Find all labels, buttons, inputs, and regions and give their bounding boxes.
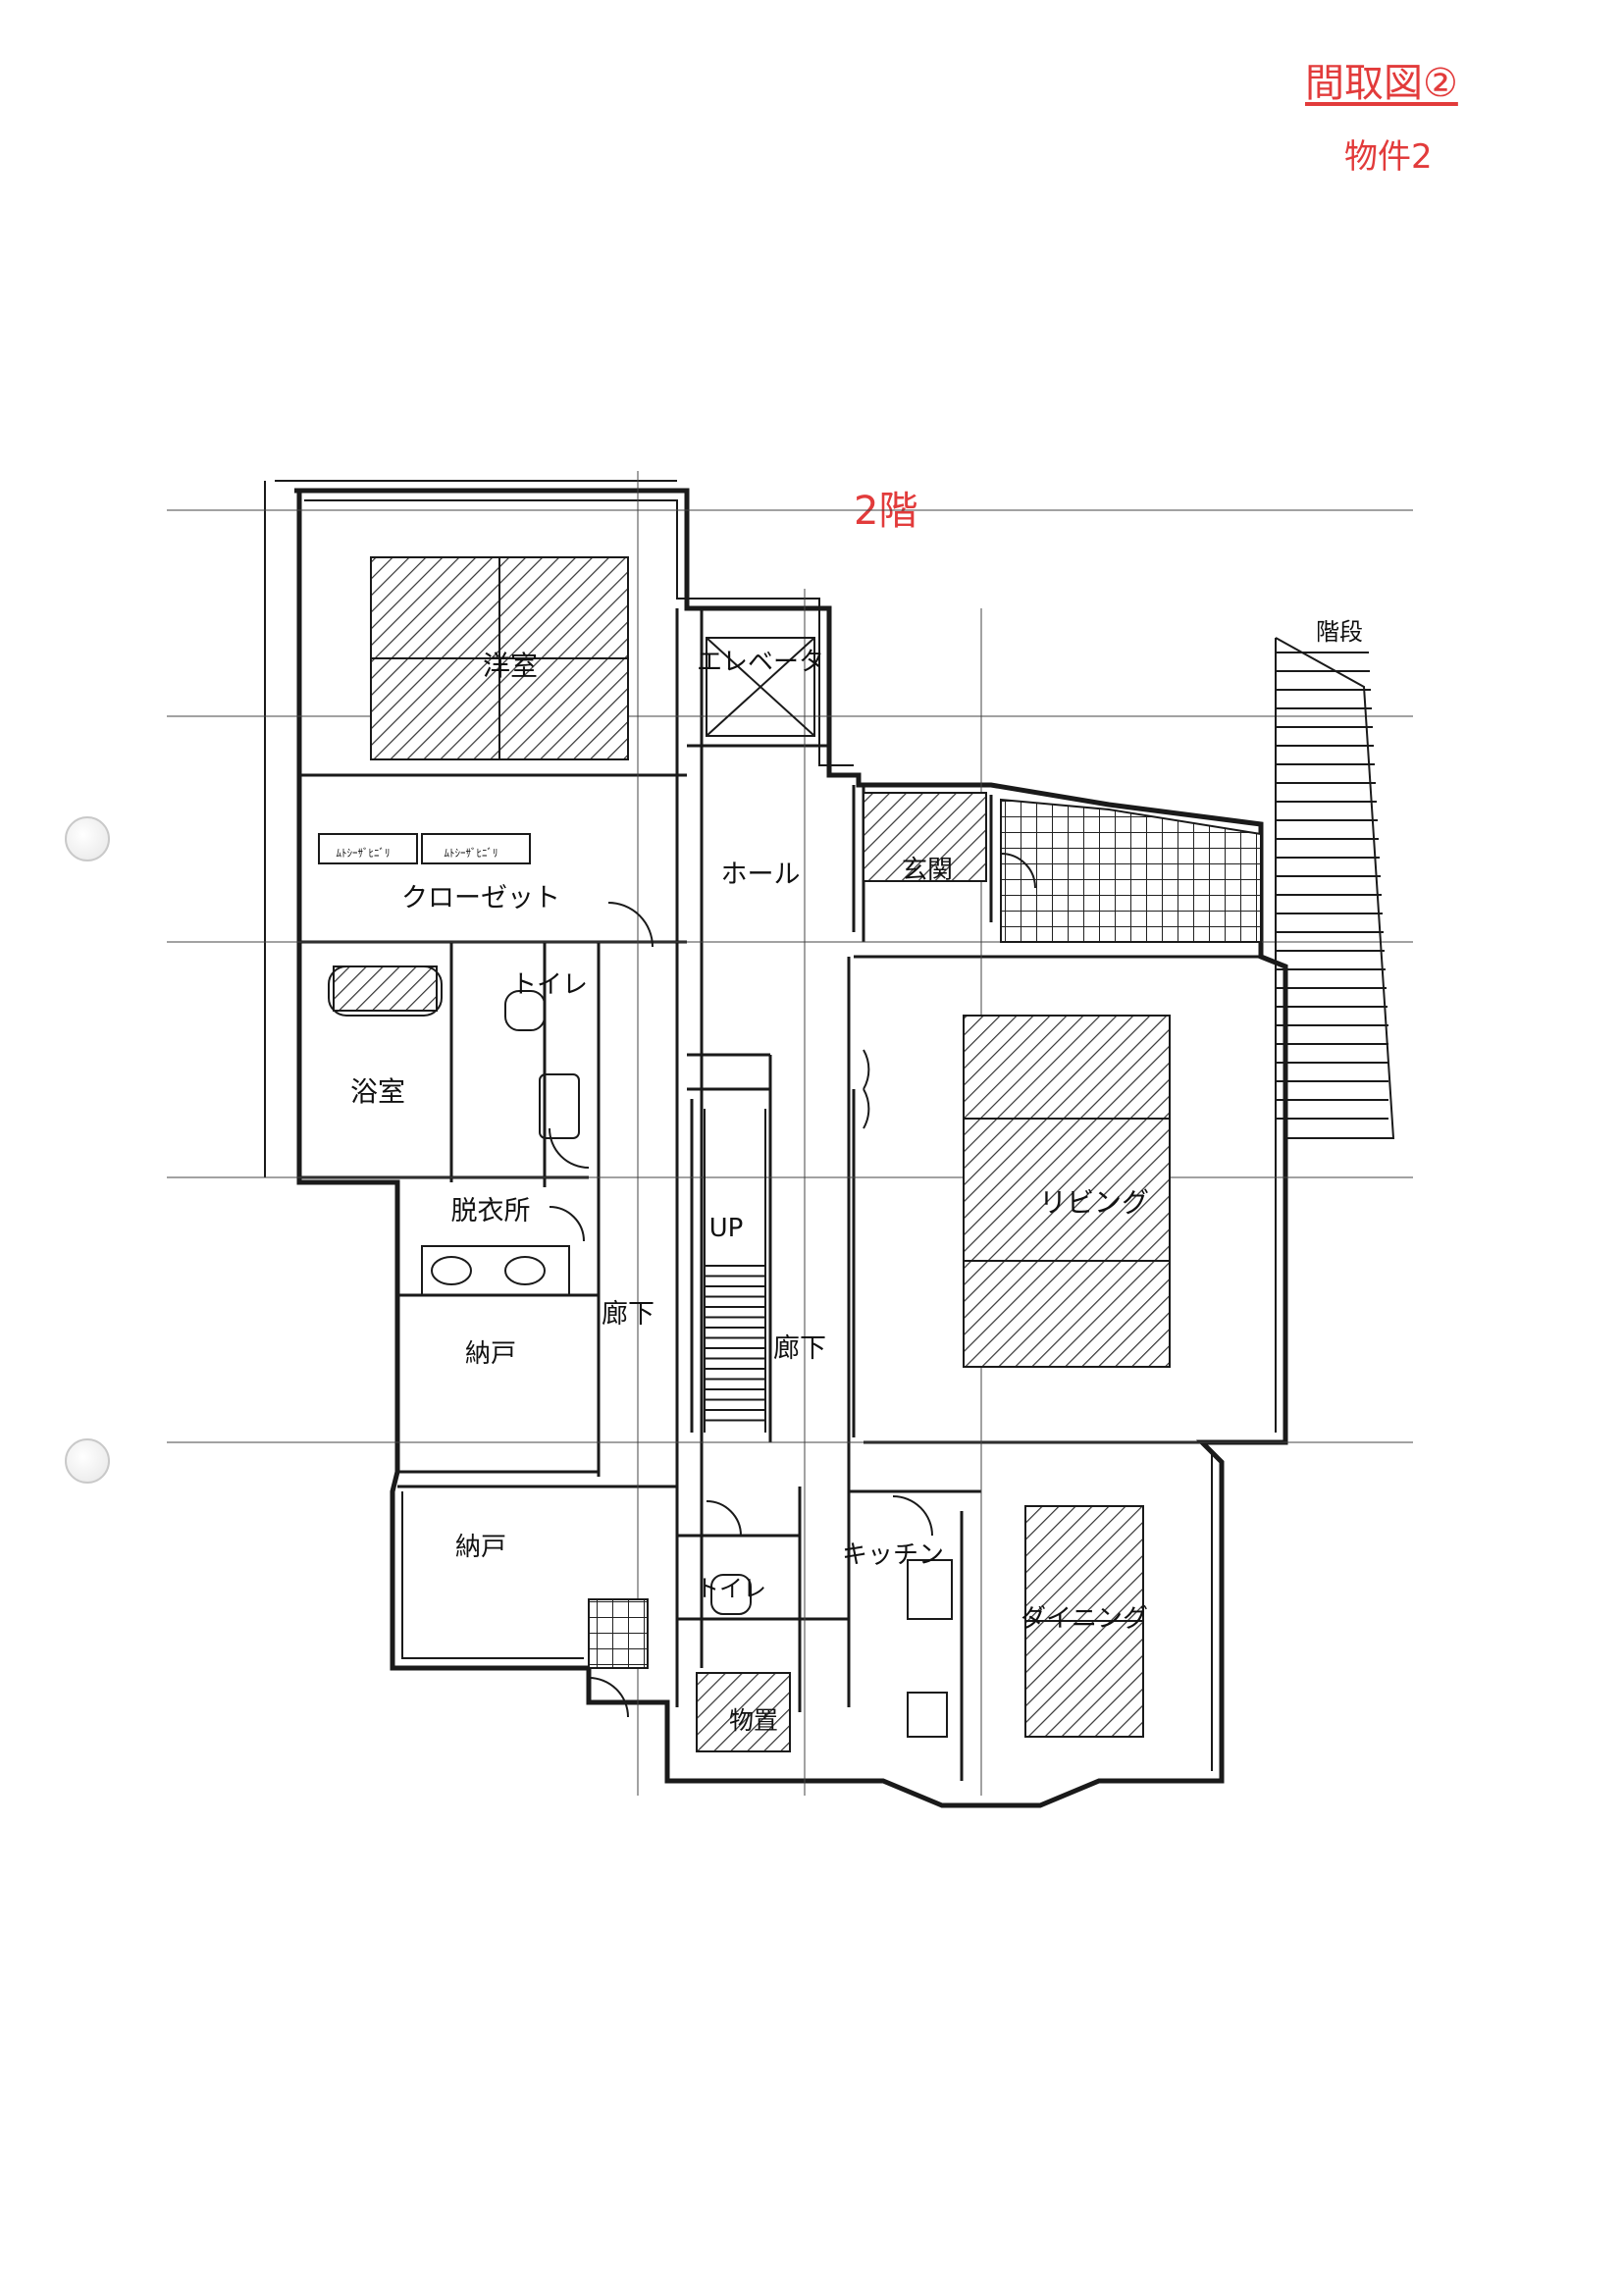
room-storage-1: 納戸 [465,1339,516,1369]
room-western: 洋室 [483,650,538,682]
tile-grid-areas [588,798,1262,1669]
elevator-shaft [706,637,815,737]
fixtures [318,833,953,1738]
stairs-up-label: UP [709,1214,744,1243]
room-toilet-1: トイレ [511,970,588,1000]
room-corridor-2: 廊下 [773,1333,826,1364]
binder-hole-bottom [65,1438,110,1484]
room-hall: ホール [721,860,801,890]
room-kitchen: キッチン [842,1540,944,1570]
room-bath: 浴室 [350,1075,405,1108]
room-storeroom: 物置 [729,1706,778,1735]
room-living: リビング [1039,1186,1149,1219]
room-storage-2: 納戸 [455,1533,506,1562]
binder-hole-top [65,816,110,861]
floor-label: 2階 [854,489,918,534]
room-closet: クローゼット [401,883,560,913]
door-swings [549,853,1036,1718]
closet-shelf-label-1: ﾑﾄｼｰｻﾞﾋﾆﾞﾘ [337,847,391,860]
outer-walls [294,488,1288,1808]
room-corridor-1: 廊下 [602,1299,654,1330]
closet-shelf-label-2: ﾑﾄｼｰｻﾞﾋﾆﾞﾘ [445,847,498,860]
room-entrance: 玄関 [902,856,953,885]
property-subtitle: 物件2 [1344,137,1433,177]
room-elevator: エレベータ [697,648,824,677]
rug-hatch-patterns [333,556,1171,1752]
staircase [704,637,1395,1433]
page-title: 間取図② [1305,61,1458,106]
room-dressing: 脱衣所 [451,1196,531,1226]
room-stairs: 階段 [1316,618,1363,646]
room-toilet-2: トイレ [696,1575,766,1602]
room-labels: 洋室 エレベータ クローゼット ﾑﾄｼｰｻﾞﾋﾆﾞﾘ ﾑﾄｼｰｻﾞﾋﾆﾞﾘ ホー… [337,618,1364,1735]
room-dining: ダイニング [1021,1604,1148,1634]
